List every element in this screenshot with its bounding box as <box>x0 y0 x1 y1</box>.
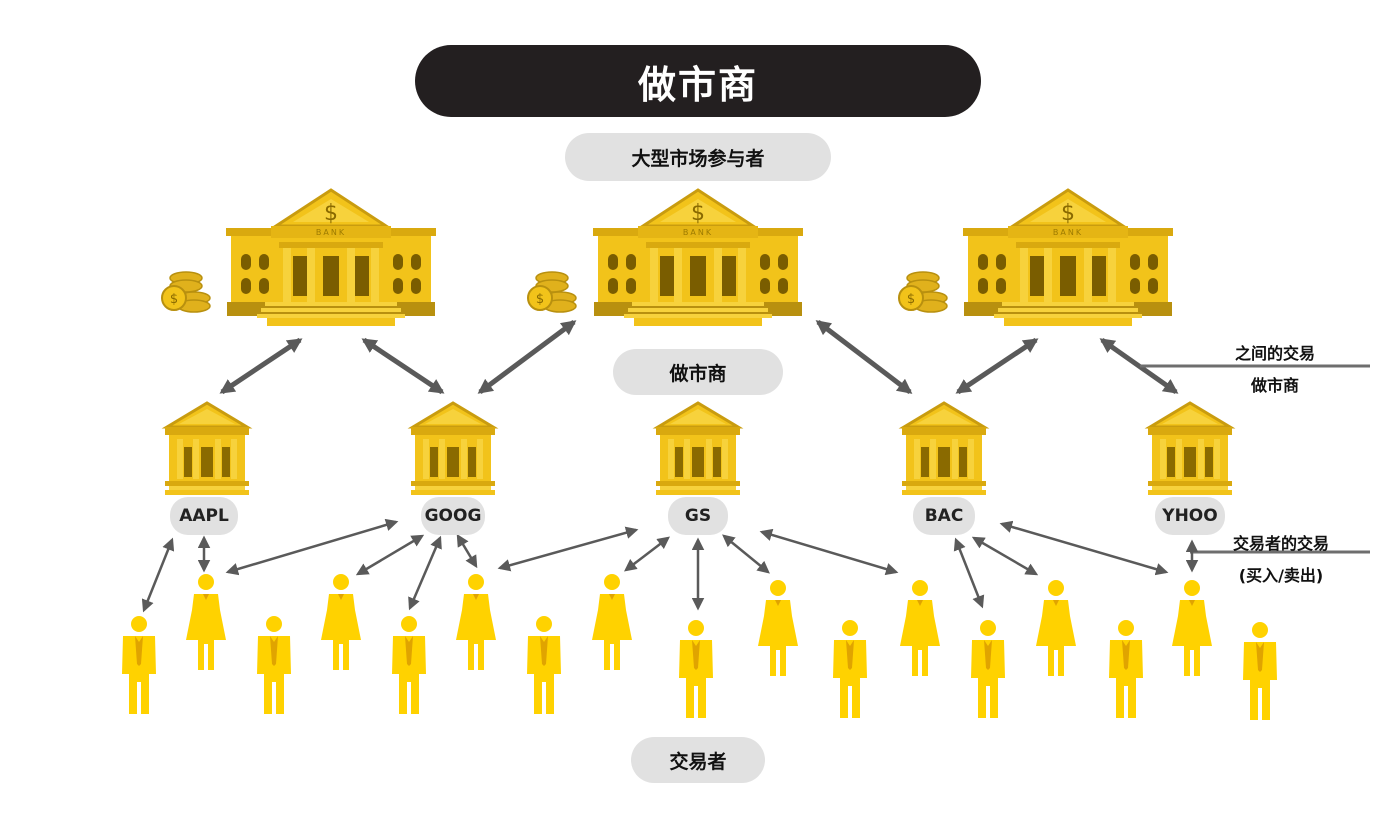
ticker-aapl: AAPL <box>170 497 238 535</box>
large-bank-center <box>527 188 805 328</box>
mm-trade-note-line2: 做市商 <box>1250 376 1299 395</box>
trader-trade-note-line1: 交易者的交易 <box>1232 534 1329 553</box>
ticker-yhoo: YHOO <box>1155 497 1225 535</box>
bank-icon-bac <box>900 401 988 497</box>
market-makers-label: 做市商 <box>613 349 783 395</box>
bank-icon-gs <box>654 401 742 497</box>
large-bank-right <box>898 188 1175 328</box>
large-participants-label: 大型市场参与者 <box>565 133 831 181</box>
traders <box>122 574 1277 720</box>
mm-trade-note-line1: 之间的交易 <box>1234 344 1315 363</box>
bank-icon-yhoo <box>1146 401 1234 497</box>
ticker-goog: GOOG <box>421 497 485 535</box>
ticker-bac: BAC <box>913 497 975 535</box>
mm-large-arrows <box>219 319 1179 395</box>
bank-icon-aapl <box>163 401 251 497</box>
ticker-gs: GS <box>668 497 728 535</box>
traders-label: 交易者 <box>631 737 765 783</box>
large-bank-left <box>161 188 438 328</box>
page-title: 做市商 <box>415 45 981 117</box>
bank-icon-goog <box>409 401 497 497</box>
trader-mm-arrows <box>141 518 1199 613</box>
trader-trade-note-line2: (买入/卖出) <box>1238 566 1324 585</box>
